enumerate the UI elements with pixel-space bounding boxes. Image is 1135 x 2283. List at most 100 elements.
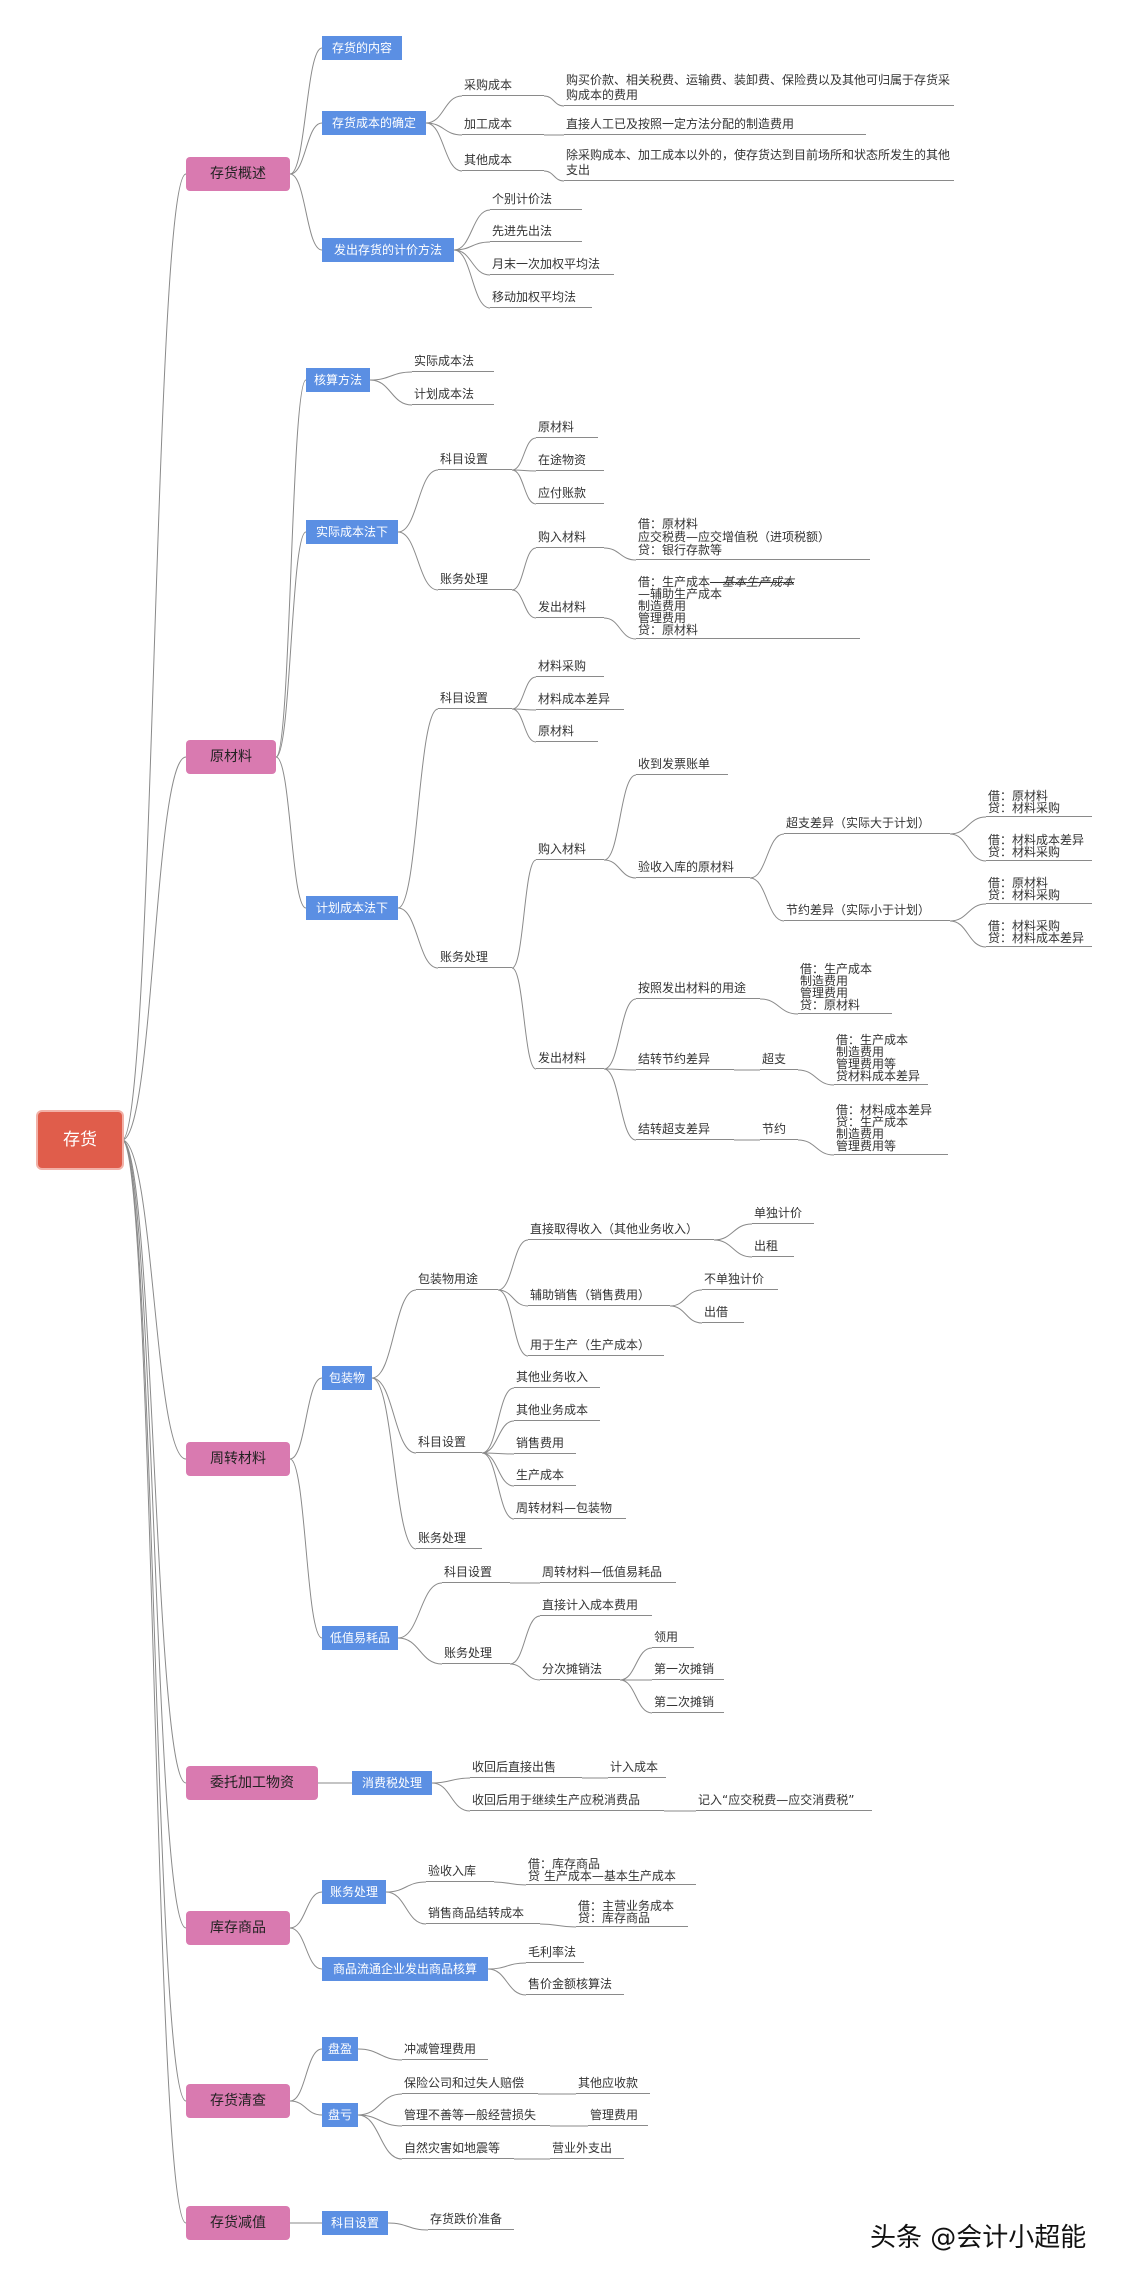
connector-line	[481, 1452, 515, 1487]
node-planned-cost-section[interactable]: 计划成本法下	[306, 896, 398, 920]
node-direct-sale-after-return: 收回后直接出售	[470, 1760, 582, 1778]
node-inventory-impairment[interactable]: 存货减值	[186, 2206, 290, 2240]
entry-line: 贷材料成本差异	[836, 1069, 921, 1083]
connector-line	[603, 1068, 637, 1141]
connector-line	[371, 1377, 417, 1454]
connector-line	[289, 1891, 323, 1929]
node-merchandise-bookkeeping[interactable]: 账务处理	[322, 1880, 386, 1904]
node-inventory-content[interactable]: 存货的内容	[322, 36, 402, 60]
connector-line	[539, 1923, 577, 1928]
node-lease: 出租	[752, 1239, 794, 1257]
connector-line	[603, 998, 637, 1070]
connector-line	[121, 173, 187, 1141]
connector-line	[493, 1881, 527, 1886]
node-purchase-cost: 采购成本	[462, 78, 544, 96]
connector-line	[385, 1881, 427, 1893]
node-accounting-method[interactable]: 核算方法	[306, 368, 370, 392]
connector-line	[949, 903, 987, 922]
connector-line	[511, 708, 537, 743]
node-savings-entry-1: 借：原材料 贷：材料采购	[986, 877, 1092, 904]
entry-line: 借：原材料	[988, 789, 1049, 803]
node-transfer-savings-entry: 借：生产成本 制造费用 管理费用等 贷材料成本差异	[834, 1034, 928, 1085]
connector-line	[453, 209, 491, 251]
connector-line	[619, 1647, 653, 1681]
connector-line	[949, 816, 987, 835]
node-shortage[interactable]: 盘亏	[322, 2103, 358, 2127]
node-merchandise[interactable]: 库存商品	[186, 1911, 290, 1945]
connector-line	[511, 547, 537, 591]
node-overrun-entry-2: 借：材料成本差异 贷：材料采购	[986, 834, 1092, 861]
node-low-value-consumables[interactable]: 低值易耗品	[322, 1626, 398, 1650]
connector-line	[453, 249, 491, 276]
node-excise-tax[interactable]: 消费税处理	[352, 1771, 432, 1795]
entry-line: 贷：生产成本	[836, 1115, 909, 1129]
entry-line: 借：生产成本—基本生产成本	[638, 576, 860, 588]
connector-line	[509, 1615, 541, 1665]
node-inventory-count[interactable]: 存货清查	[186, 2084, 290, 2118]
entry-line: 借：材料成本差异	[836, 1103, 933, 1117]
connector-line	[431, 1777, 471, 1784]
node-inventory-overview[interactable]: 存货概述	[186, 157, 290, 191]
node-commercial-issue[interactable]: 商品流通企业发出商品核算	[322, 1957, 488, 1981]
connector-line	[397, 1637, 443, 1665]
node-surplus[interactable]: 盘盈	[322, 2037, 358, 2061]
node-raw-materials[interactable]: 原材料	[186, 740, 276, 774]
node-lvc-subjects: 科目设置	[442, 1565, 510, 1583]
connector-line	[121, 1139, 187, 1460]
connector-line	[289, 1377, 323, 1460]
entry-text-struck: —基本生产成本	[710, 575, 795, 589]
connector-line	[371, 1377, 417, 1550]
node-sales-support: 辅助销售（销售费用）	[528, 1288, 670, 1306]
connector-line	[275, 531, 307, 758]
node-natural-disaster: 自然灾害如地震等	[402, 2141, 514, 2159]
node-fifo: 先进先出法	[490, 224, 582, 242]
root-node[interactable]: 存货	[38, 1112, 122, 1168]
connector-line	[511, 676, 537, 710]
node-packaging[interactable]: 包装物	[322, 1366, 372, 1390]
node-insurance-compensation: 保险公司和过失人赔偿	[402, 2076, 538, 2094]
node-production-cost: 生产成本	[514, 1468, 576, 1486]
node-actual-subject-raw: 原材料	[536, 420, 598, 438]
connector-line	[713, 1223, 753, 1241]
node-impairment-subject[interactable]: 科目设置	[322, 2211, 388, 2235]
connector-line	[759, 998, 799, 1015]
node-other-business-income: 其他业务收入	[514, 1370, 600, 1388]
node-cost-determination[interactable]: 存货成本的确定	[322, 111, 426, 135]
node-savings-variance: 节约差异（实际小于计划）	[784, 903, 950, 921]
node-sales-cost-transfer: 销售商品结转成本	[426, 1906, 540, 1924]
node-gross-margin-method: 毛利率法	[526, 1945, 584, 1963]
entry-line: 管理费用	[800, 986, 849, 1000]
connector-line	[121, 756, 187, 1141]
entry-line: 贷 生产成本—基本生产成本	[528, 1869, 676, 1883]
node-planned-bookkeeping: 账务处理	[438, 950, 512, 968]
node-planned-purchase: 购入材料	[536, 842, 604, 860]
node-actual-purchase-entry: 借：原材料 应交税费—应交增值税（进项税额） 贷：银行存款等	[636, 518, 870, 560]
connector-line	[289, 47, 323, 175]
entry-line: 借：材料成本差异	[988, 833, 1085, 847]
connector-line	[603, 1068, 637, 1071]
connector-line	[511, 708, 537, 711]
node-turnover-materials[interactable]: 周转材料	[186, 1442, 290, 1476]
node-priced-separately: 单独计价	[752, 1206, 814, 1224]
entry-line: 借：主营业务成本	[578, 1899, 675, 1913]
node-actual-cost-section[interactable]: 实际成本法下	[306, 520, 398, 544]
node-consigned-processing[interactable]: 委托加工物资	[186, 1766, 318, 1800]
connector-line	[511, 469, 537, 505]
node-actual-subjects: 科目设置	[438, 452, 512, 470]
connector-line	[603, 547, 637, 561]
connector-line	[275, 379, 307, 758]
node-received-materials: 验收入库的原材料	[636, 860, 750, 878]
connector-line	[603, 774, 637, 861]
connector-line	[749, 833, 785, 879]
connector-line	[425, 122, 463, 172]
node-warehousing-entry: 借：库存商品 贷 生产成本—基本生产成本	[526, 1858, 696, 1885]
node-issue-valuation-methods[interactable]: 发出存货的计价方法	[322, 238, 454, 262]
node-requisition: 领用	[652, 1630, 694, 1648]
node-lvc-bookkeeping: 账务处理	[442, 1646, 510, 1664]
entry-line: 借：材料采购	[988, 919, 1061, 933]
connector-line	[949, 833, 987, 862]
node-purchase-cost-detail: 购买价款、相关税费、运输费、装卸费、保险费以及其他可归属于存货采购成本的费用	[564, 73, 954, 106]
connector-line	[397, 708, 439, 909]
connector-line	[385, 1891, 427, 1925]
